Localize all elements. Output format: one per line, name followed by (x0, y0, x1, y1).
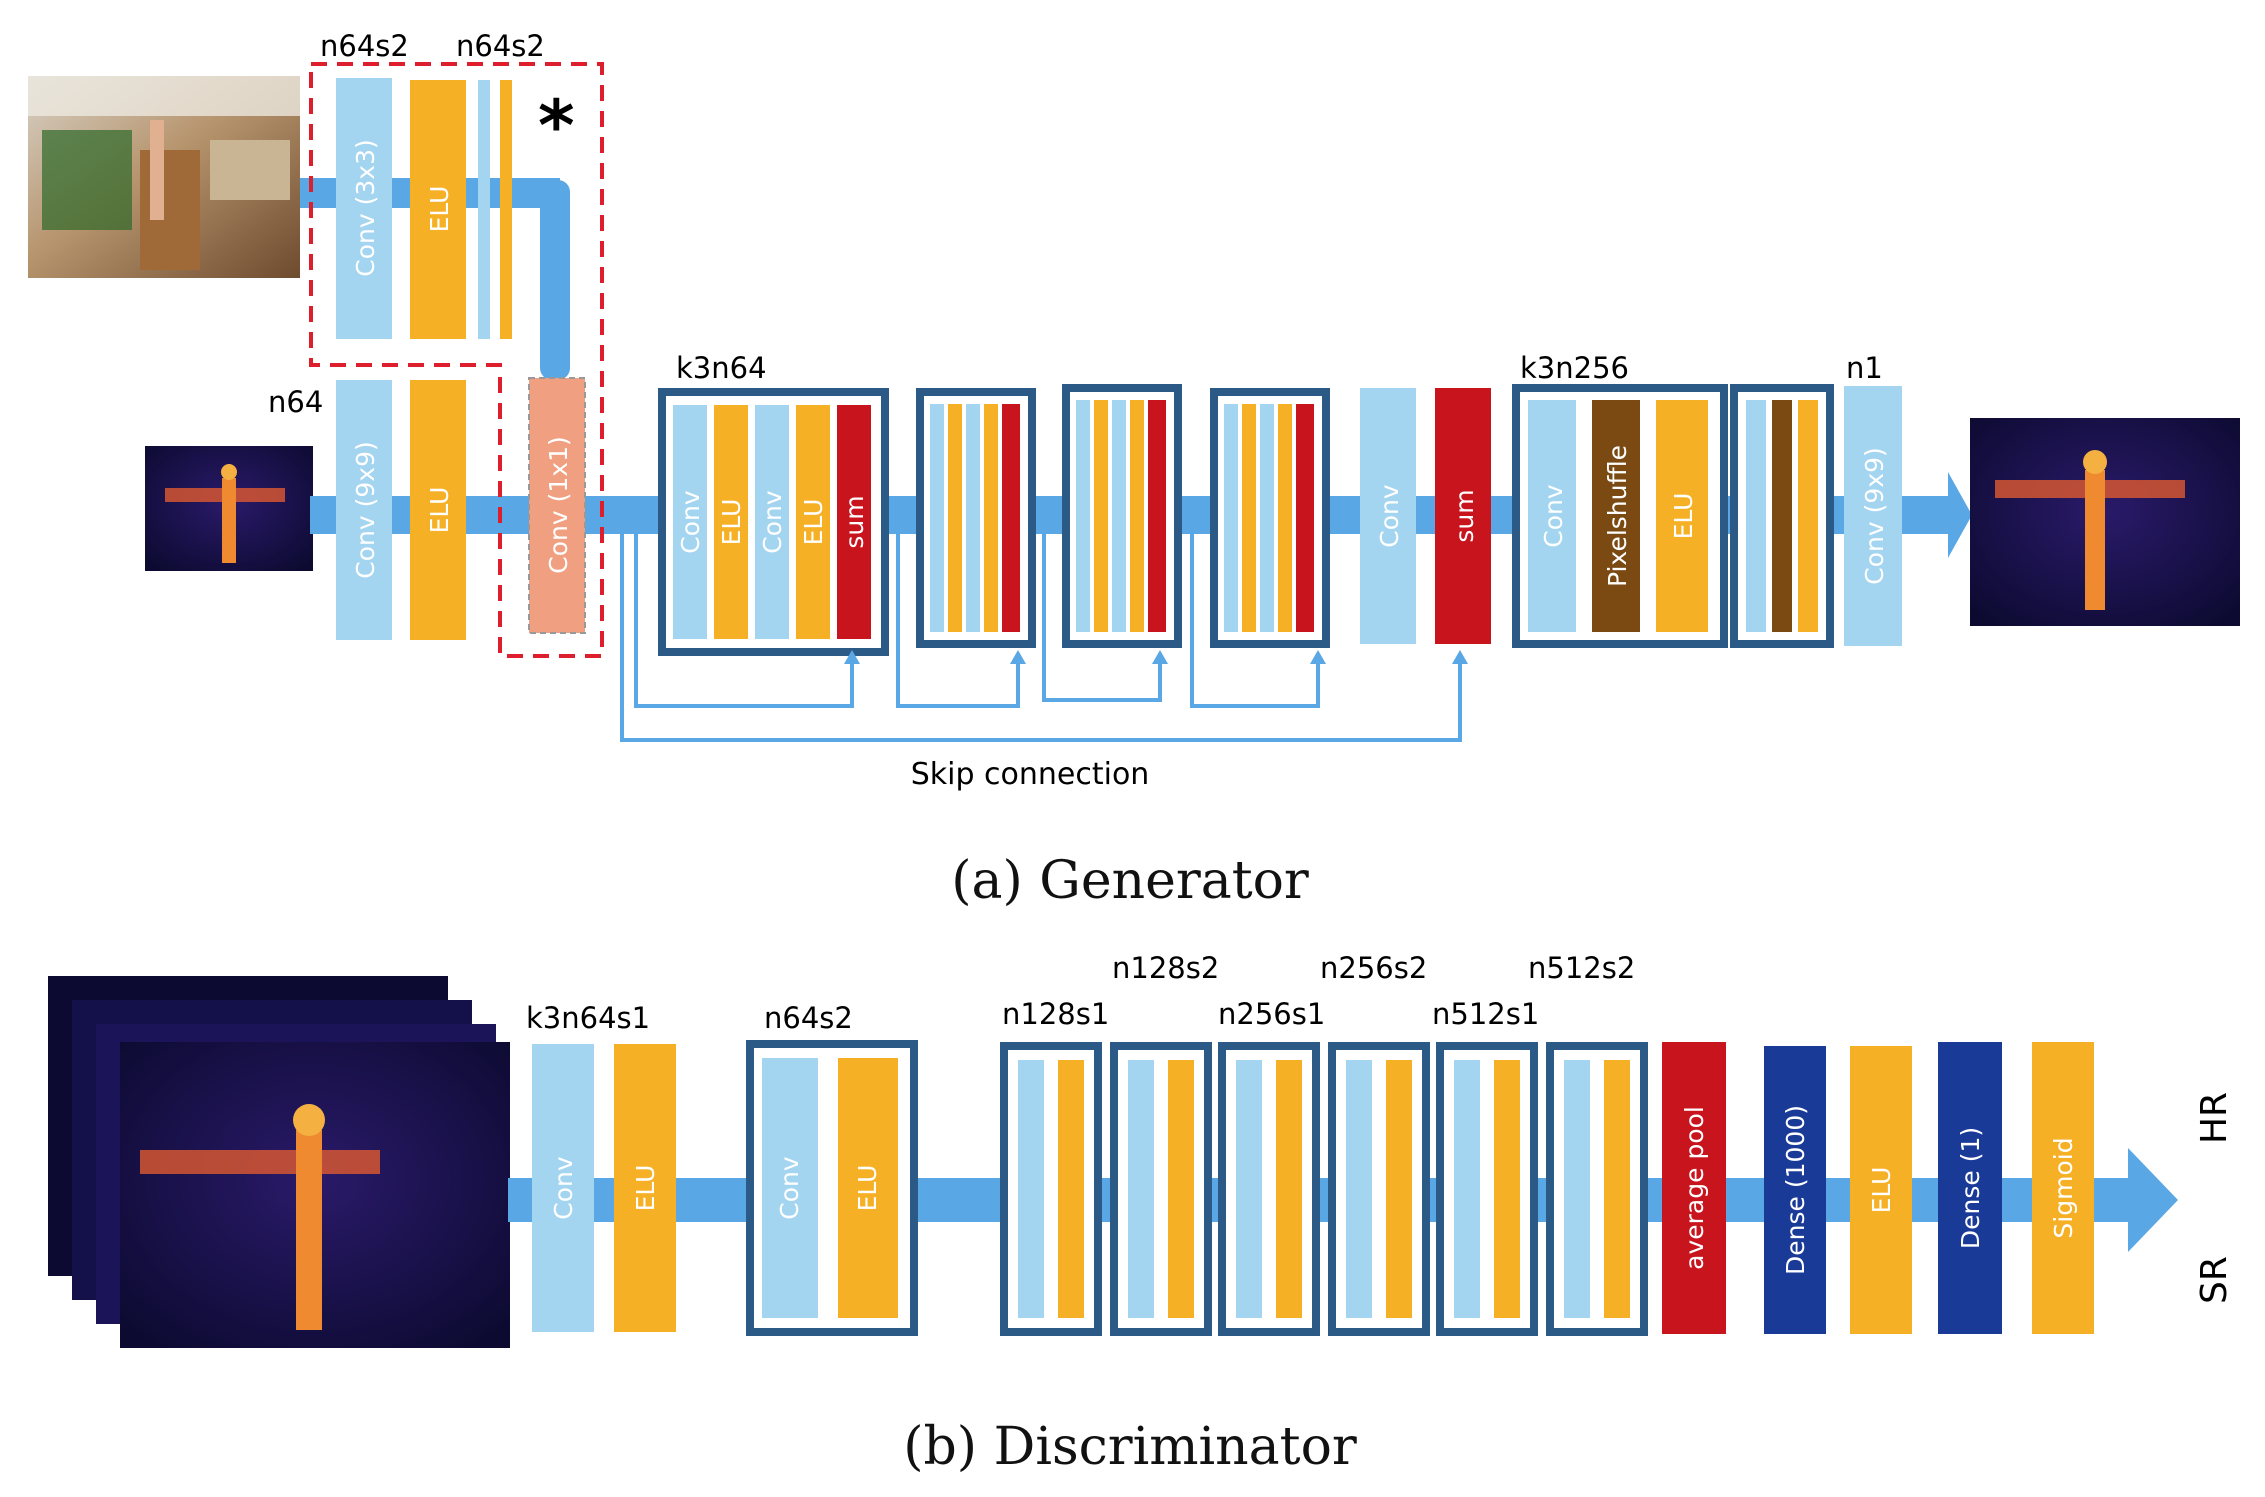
svg-text:sum: sum (1450, 489, 1479, 542)
label-n128s1: n128s1 (1002, 997, 1109, 1031)
svg-text:Conv: Conv (775, 1156, 804, 1220)
rgb-conv3x3-block: Conv (3x3) (336, 78, 392, 339)
residual-block-1: Conv ELU Conv ELU sum (658, 388, 889, 656)
label-n512s1: n512s1 (1432, 997, 1539, 1031)
rgb-branch-pipe-down (540, 180, 570, 380)
svg-text:ELU: ELU (425, 487, 454, 534)
upsample-block-1: Conv Pixelshuffle ELU (1512, 384, 1728, 648)
svg-text:Conv (9x9): Conv (9x9) (351, 441, 380, 578)
label-n64: n64 (268, 385, 323, 419)
svg-text:ELU: ELU (717, 499, 746, 546)
generator-caption: (a) Generator (951, 851, 1309, 911)
svg-text:ELU: ELU (1867, 1167, 1896, 1214)
svg-text:Conv (1x1): Conv (1x1) (544, 436, 573, 573)
disc-sigmoid-block: Sigmoid (2032, 1042, 2094, 1334)
thermal-output-image (1970, 418, 2240, 626)
label-k3n256: k3n256 (1520, 351, 1629, 385)
label-k3n64: k3n64 (676, 351, 767, 385)
post-residual-conv-block: Conv (1360, 388, 1416, 644)
label-disc-n64s2: n64s2 (764, 1001, 853, 1035)
disc-block-n256s1 (1218, 1042, 1320, 1336)
svg-text:Sigmoid: Sigmoid (2049, 1137, 2078, 1238)
label-n64s2-b: n64s2 (456, 29, 545, 63)
residual-block-4 (1210, 388, 1330, 648)
disc-block-n512s1 (1436, 1042, 1538, 1336)
disc-block-n128s2 (1110, 1042, 1212, 1336)
svg-text:sum: sum (840, 495, 869, 548)
residual-block-3 (1062, 384, 1182, 648)
disc-dense1000-block: Dense (1000) (1764, 1046, 1826, 1334)
skip-arrowheads (844, 650, 1468, 664)
svg-text:ELU: ELU (853, 1165, 882, 1212)
svg-text:Pixelshuffle: Pixelshuffle (1603, 445, 1632, 587)
disc-block-n64s2: Conv ELU (746, 1040, 918, 1336)
label-n256s2: n256s2 (1320, 951, 1427, 985)
svg-text:Dense (1000): Dense (1000) (1781, 1105, 1810, 1275)
skip-connections (620, 534, 1462, 742)
disc-block-n256s2 (1328, 1042, 1430, 1336)
svg-text:average pool: average pool (1680, 1106, 1709, 1270)
svg-text:Conv (9x9): Conv (9x9) (1860, 447, 1889, 584)
label-n256s1: n256s1 (1218, 997, 1325, 1031)
label-k3n64s1: k3n64s1 (526, 1001, 650, 1035)
svg-text:Conv: Conv (1375, 484, 1404, 548)
thermal-input-image (145, 446, 313, 571)
rgb-thin-elu-block (500, 80, 512, 339)
rgb-branch-dashed-outline (309, 62, 604, 658)
rgb-input-image (28, 76, 300, 278)
label-n1: n1 (1846, 351, 1883, 385)
skip-connection-label: Skip connection (911, 757, 1150, 792)
disc-elu-block-3: ELU (1850, 1046, 1912, 1334)
label-n64s2-a: n64s2 (320, 29, 409, 63)
svg-text:Conv: Conv (1539, 484, 1568, 548)
svg-text:ELU: ELU (799, 499, 828, 546)
disc-elu-block-1: ELU (614, 1044, 676, 1332)
rgb-elu-block: ELU (410, 80, 466, 339)
rgb-thin-conv-block (478, 80, 490, 339)
svg-text:Conv: Conv (676, 490, 705, 554)
svg-text:ELU: ELU (1669, 493, 1698, 540)
post-residual-sum-block: sum (1435, 388, 1491, 644)
svg-text:Dense (1): Dense (1) (1956, 1127, 1985, 1249)
label-n512s2: n512s2 (1528, 951, 1635, 985)
label-n128s2: n128s2 (1112, 951, 1219, 985)
svg-text:Conv: Conv (549, 1156, 578, 1220)
discriminator-input-images (48, 976, 510, 1348)
discriminator-caption: (b) Discriminator (903, 1417, 1357, 1477)
disc-dense1-block: Dense (1) (1938, 1042, 2002, 1334)
upsample-block-2 (1730, 384, 1834, 648)
disc-average-pool-block: average pool (1662, 1042, 1726, 1334)
label-star: * (538, 85, 575, 167)
output-conv9x9-block: Conv (9x9) (1844, 386, 1902, 646)
residual-block-2 (916, 388, 1036, 648)
svg-text:Conv: Conv (758, 490, 787, 554)
conv1x1-block: Conv (1x1) (528, 377, 586, 634)
generator-output-arrow (1948, 472, 1972, 558)
svg-text:Conv (3x3): Conv (3x3) (351, 139, 380, 276)
output-label-sr: SR (2194, 1256, 2235, 1304)
svg-text:ELU: ELU (425, 186, 454, 233)
conv9x9-block: Conv (9x9) (336, 380, 392, 640)
disc-block-n128s1 (1000, 1042, 1102, 1336)
disc-block-n512s2 (1546, 1042, 1648, 1336)
input-elu-block: ELU (410, 380, 466, 640)
disc-conv-block-1: Conv (532, 1044, 594, 1332)
svg-text:ELU: ELU (631, 1165, 660, 1212)
output-label-hr: HR (2194, 1092, 2235, 1144)
discriminator-output-arrow (2128, 1148, 2178, 1252)
